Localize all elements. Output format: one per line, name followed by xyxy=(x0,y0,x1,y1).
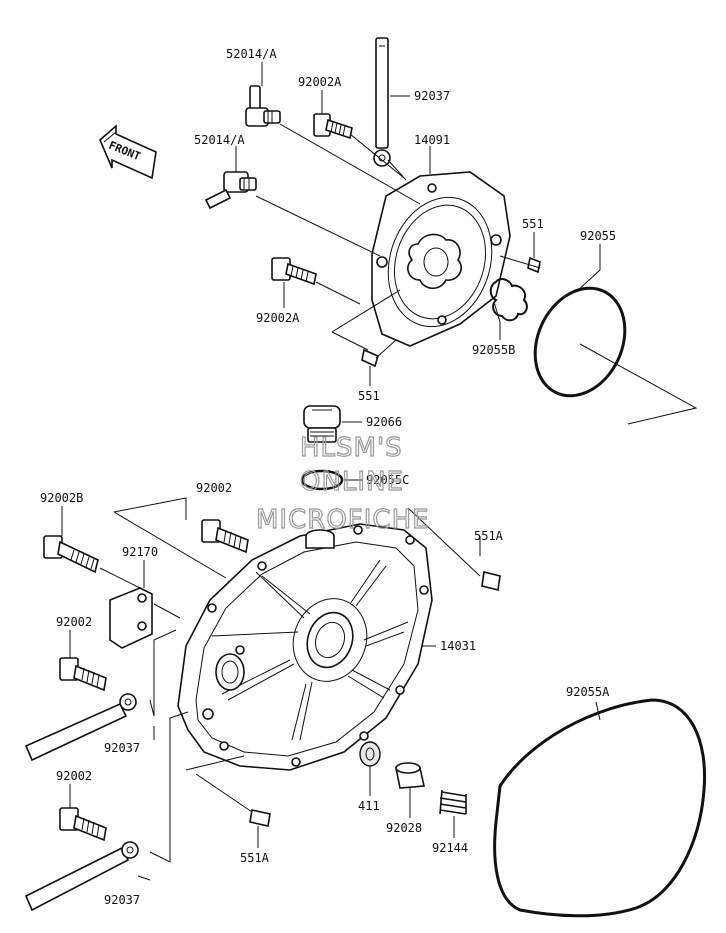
watermark-line3: MICROFICHE xyxy=(256,505,430,535)
label-92002b: 92002B xyxy=(40,491,83,505)
label-551-mid: 551 xyxy=(358,389,380,403)
bolt-92002-mid xyxy=(59,657,107,692)
oring-92055 xyxy=(533,286,627,398)
oring-92055c xyxy=(300,469,344,491)
label-551a-right: 551A xyxy=(474,529,504,543)
label-14091: 14091 xyxy=(414,133,450,147)
label-92037-mid: 92037 xyxy=(104,741,140,755)
label-92055: 92055 xyxy=(580,229,616,243)
label-92028: 92028 xyxy=(386,821,422,835)
dowel-551a-right xyxy=(481,571,501,591)
bolt-92002b xyxy=(43,535,99,574)
long-bolt-92037-low xyxy=(24,841,139,912)
watermark-line1: HLSM'S xyxy=(300,433,403,463)
label-92055c: 92055C xyxy=(366,473,409,487)
label-92002-top: 92002 xyxy=(196,481,232,495)
label-92002a-top: 92002A xyxy=(298,75,342,89)
washer-411 xyxy=(359,741,381,767)
label-14031: 14031 xyxy=(440,639,476,653)
label-551a-low: 551A xyxy=(240,851,270,865)
label-92002-low: 92002 xyxy=(56,769,92,783)
label-411: 411 xyxy=(358,799,380,813)
label-52014a-mid: 52014/A xyxy=(194,133,245,147)
part-labels: 52014/A 92002A 92037 52014/A 14091 551 9… xyxy=(40,47,616,907)
cover-14031 xyxy=(177,523,433,771)
label-52014a-top: 52014/A xyxy=(226,47,277,61)
long-bolt-92037-mid xyxy=(24,693,137,762)
label-551-top: 551 xyxy=(522,217,544,231)
leader-lines xyxy=(61,62,698,881)
dowel-551a-low xyxy=(249,809,271,827)
bolt-92002-top xyxy=(201,519,249,554)
label-92037-top: 92037 xyxy=(414,89,450,103)
bolt-92002a-top xyxy=(313,113,353,140)
label-92066: 92066 xyxy=(366,415,402,429)
clamp-92170 xyxy=(109,587,153,649)
gasket-92055a xyxy=(493,698,707,918)
label-92055b: 92055B xyxy=(472,343,515,357)
label-92002a-mid: 92002A xyxy=(256,311,300,325)
watermark-line2: ONLINE xyxy=(300,467,404,497)
label-92037-low: 92037 xyxy=(104,893,140,907)
label-92055a: 92055A xyxy=(566,685,610,699)
cover-plate-14091 xyxy=(371,171,511,347)
label-92170: 92170 xyxy=(122,545,158,559)
fitting-middle xyxy=(204,171,257,210)
bolt-92002a-mid xyxy=(271,257,317,286)
fitting-upper xyxy=(245,85,281,127)
plug-92066 xyxy=(303,405,341,443)
label-92144: 92144 xyxy=(432,841,468,855)
bolt-92002-low xyxy=(59,807,107,842)
oring-92055b xyxy=(489,278,528,322)
bushing-92028 xyxy=(395,762,425,789)
front-arrow-icon: FRONT xyxy=(99,124,157,180)
long-bolt-92037-top xyxy=(373,37,391,167)
label-92002-mid: 92002 xyxy=(56,615,92,629)
dowel-551-mid xyxy=(361,348,379,368)
spring-92144 xyxy=(439,789,467,815)
watermark: HLSM'S ONLINE MICROFICHE xyxy=(255,432,430,535)
